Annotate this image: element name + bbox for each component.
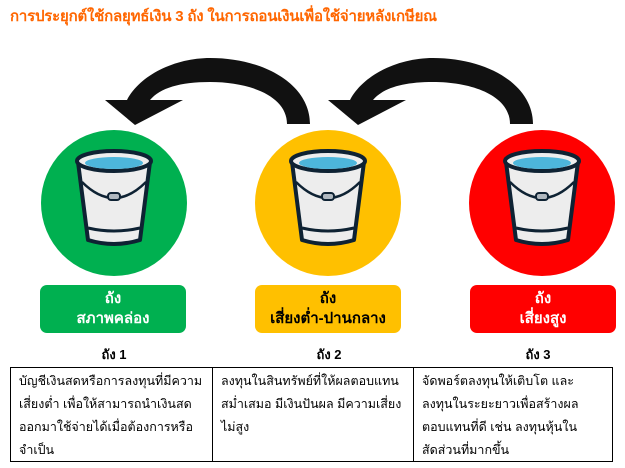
bucket-3-label: ถัง เสี่ยงสูง: [470, 285, 616, 333]
flow-arrows: [105, 58, 533, 125]
bucket-3-label-line2: เสี่ยงสูง: [519, 310, 567, 327]
bucket-1-description: บัญชีเงินสดหรือการลงทุนที่มีความเสี่ยงต่…: [19, 374, 203, 457]
curved-arrow-left-icon: [105, 58, 310, 125]
bucket-3-circle: [469, 130, 615, 276]
bucket-1-circle: [41, 130, 187, 276]
bucket-2-label-line2: เสี่ยงต่ำ-ปานกลาง: [270, 310, 386, 327]
diagram-title: การประยุกต์ใช้กลยุทธ์เงิน 3 ถัง ในการถอน…: [10, 8, 437, 25]
description-table: บัญชีเงินสดหรือการลงทุนที่มีความเสี่ยงต่…: [10, 367, 613, 462]
bucket-icon: [289, 149, 367, 246]
bucket-1-label-line2: สภาพคล่อง: [76, 310, 150, 327]
bucket-3-label-line1: ถัง: [534, 290, 552, 307]
bucket-2-description: ลงทุนในสินทรัพย์ที่ให้ผลตอบแทนสม่ำเสมอ ม…: [212, 368, 413, 461]
bucket-icon: [75, 149, 153, 246]
column-header-bucket-2: ถัง 2: [316, 347, 342, 362]
column-header-bucket-3: ถัง 3: [525, 347, 551, 362]
bucket-2-label: ถัง เสี่ยงต่ำ-ปานกลาง: [255, 285, 401, 333]
bucket-2-circle: [255, 130, 401, 276]
bucket-1-label-line1: ถัง: [104, 290, 122, 307]
curved-arrow-left-icon: [328, 58, 533, 125]
column-header-bucket-1: ถัง 1: [101, 347, 127, 362]
bucket-3-description: จัดพอร์ตลงทุนให้เติบโต และลงทุนในระยะยาว…: [413, 368, 612, 461]
bucket-icon: [503, 149, 581, 246]
bucket-1-label: ถัง สภาพคล่อง: [40, 285, 186, 333]
bucket-2-label-line1: ถัง: [319, 290, 337, 307]
